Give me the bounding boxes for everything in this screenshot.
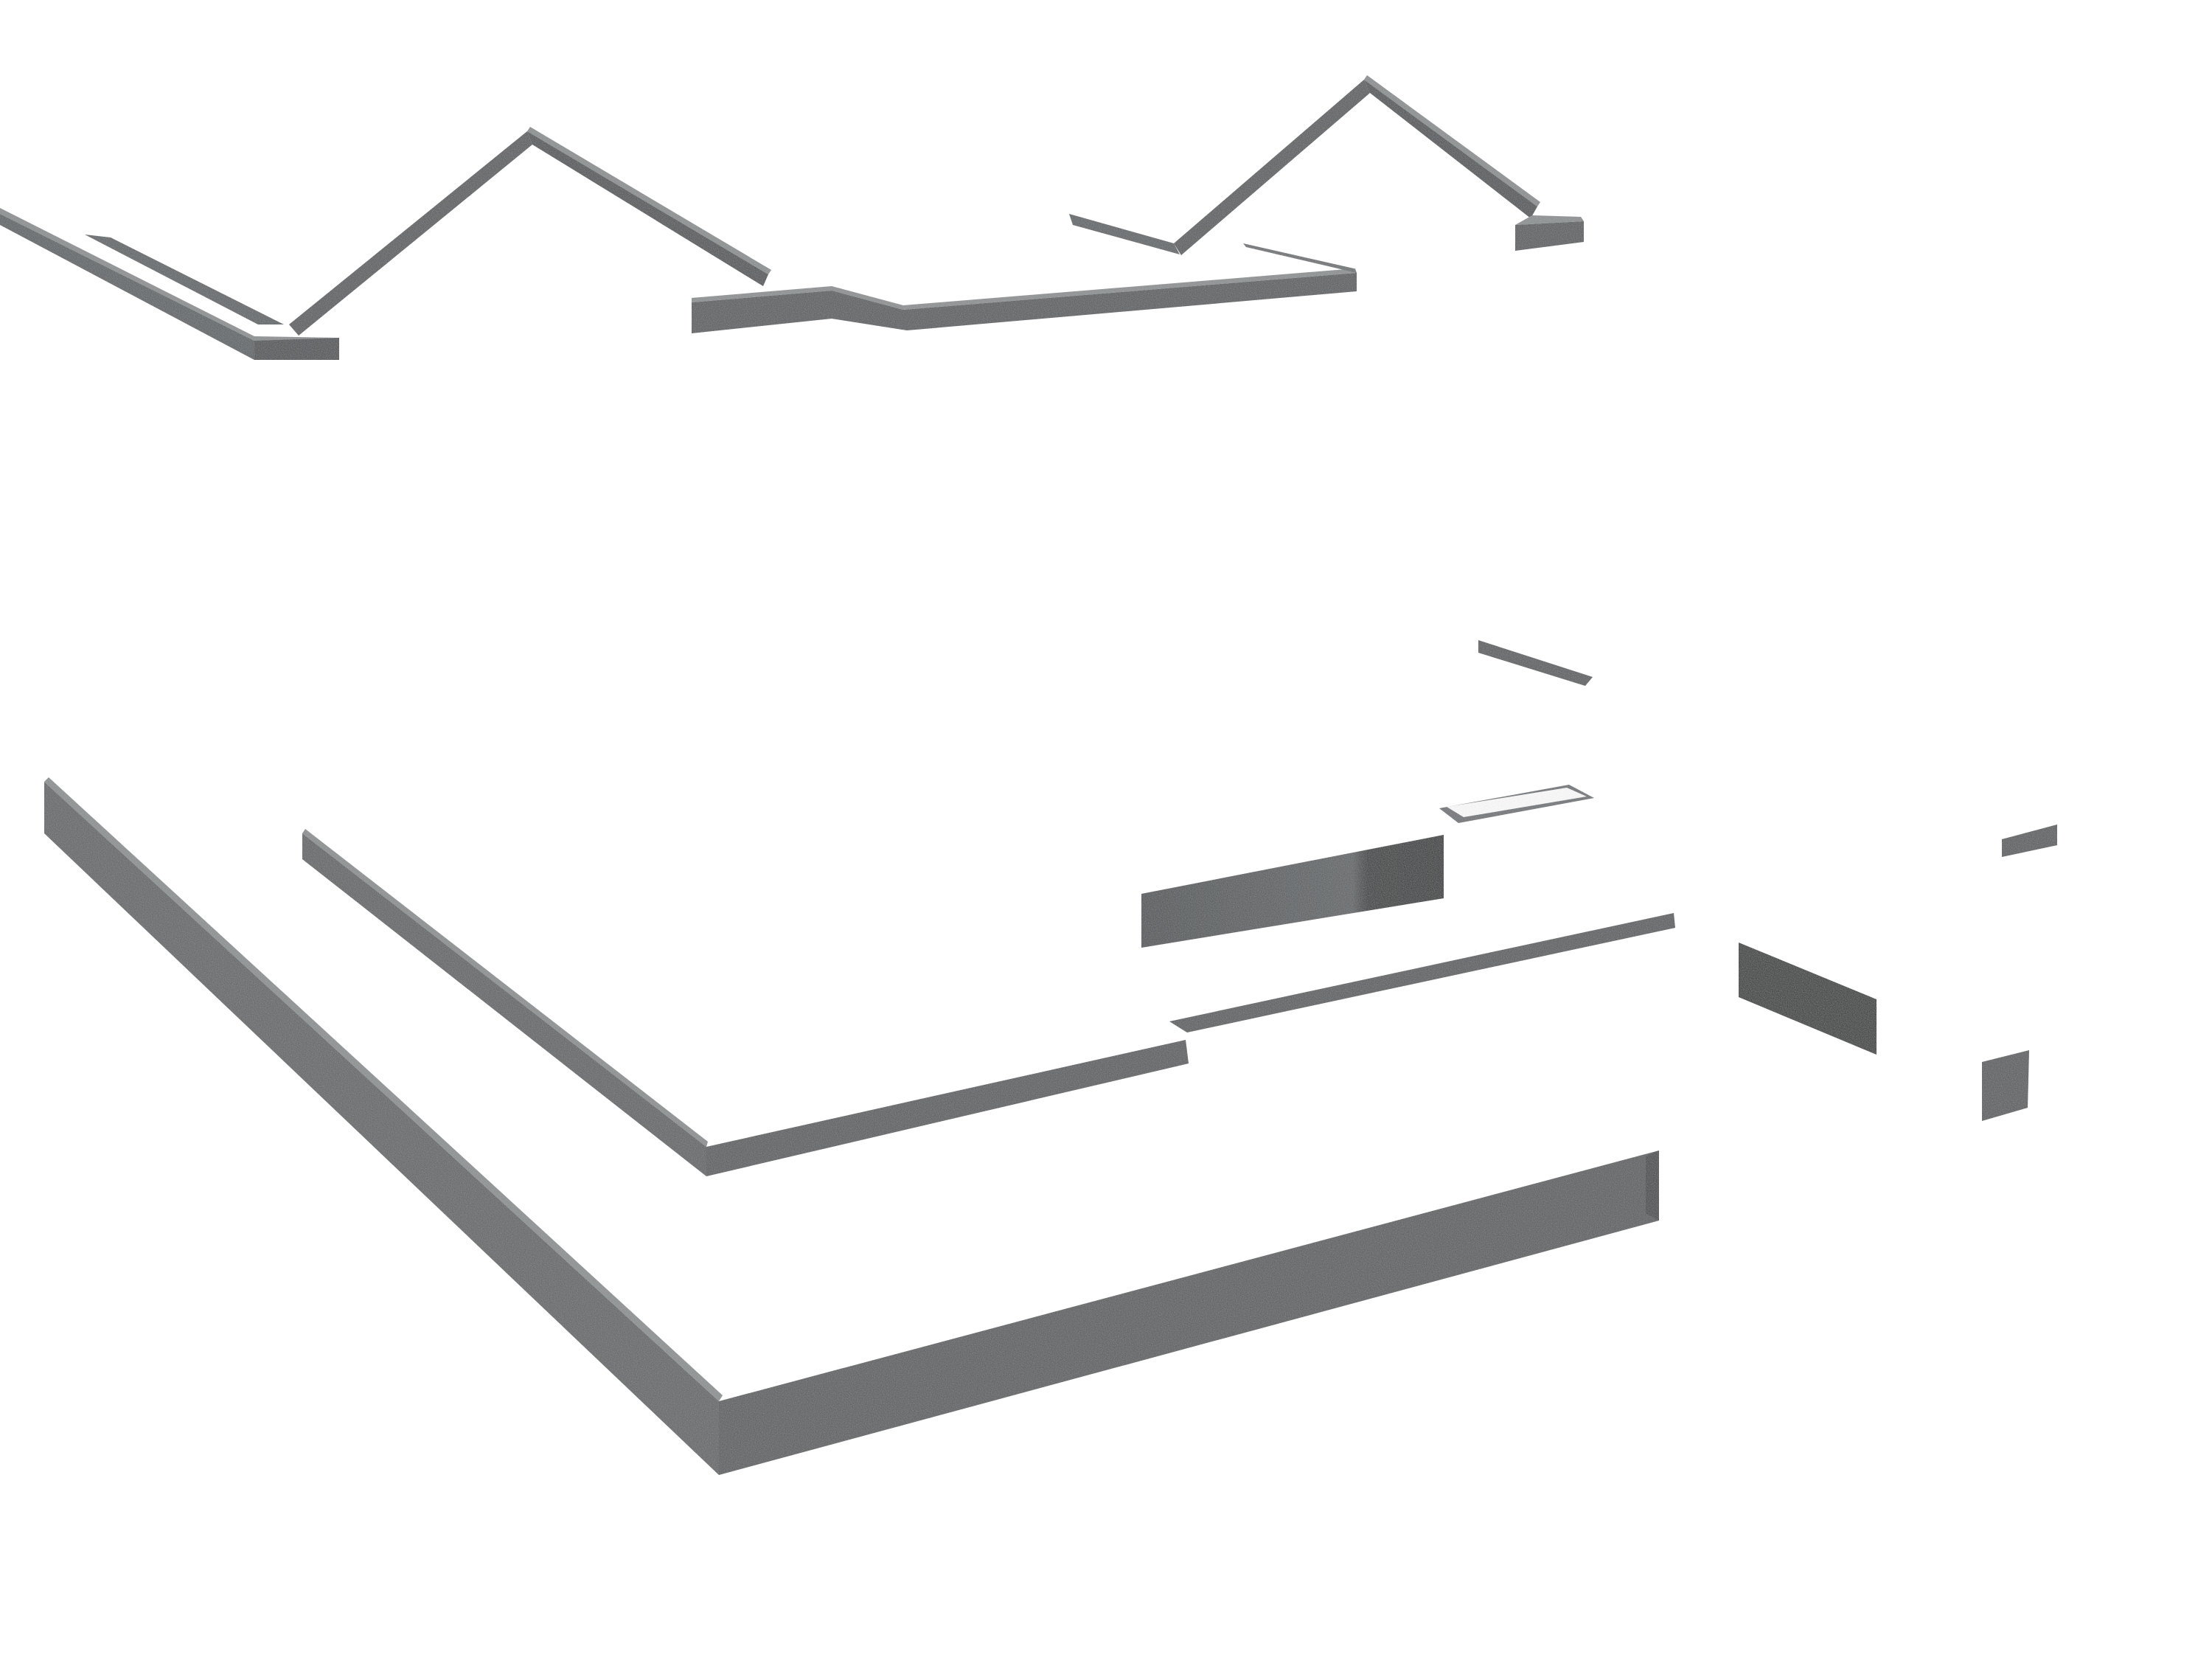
roof-fascia-left <box>0 208 339 360</box>
roof-gable-left <box>85 127 771 336</box>
roof-fascia-middle <box>692 243 1357 333</box>
upper-slab-edge <box>302 829 1189 1176</box>
floating-fragments <box>1141 640 2057 1121</box>
roof-gable-right <box>1069 75 1540 255</box>
roof-fascia-right-stub <box>1515 215 1584 251</box>
main-slab-edge <box>44 777 1659 1475</box>
